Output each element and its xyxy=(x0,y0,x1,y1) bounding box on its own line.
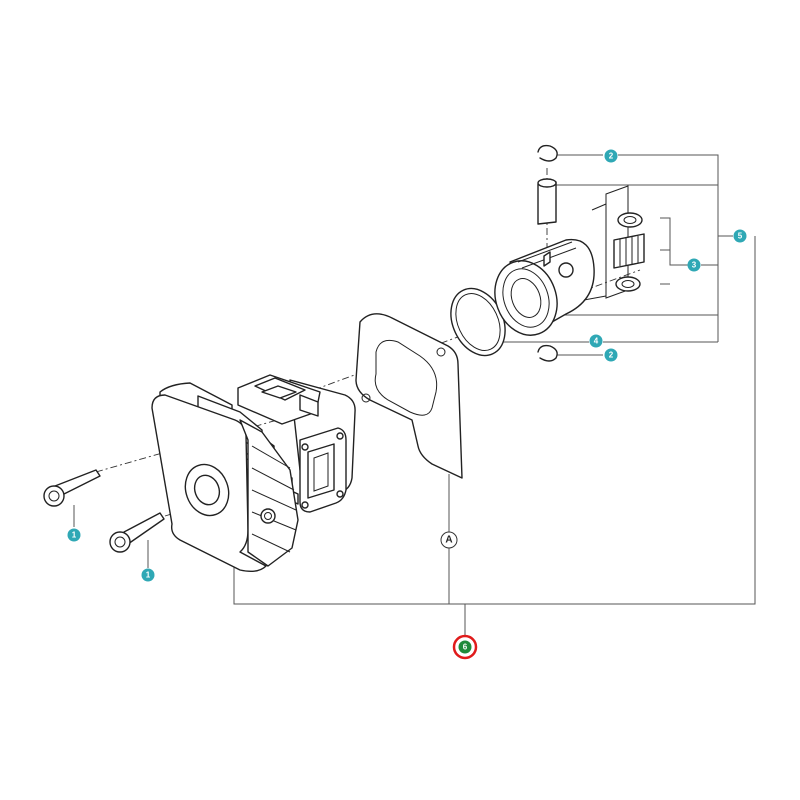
cylinder xyxy=(151,374,356,573)
callout-circlip-upper[interactable]: 2 xyxy=(604,149,618,163)
svg-text:1: 1 xyxy=(72,531,77,540)
leader-lines xyxy=(73,154,756,635)
svg-text:A: A xyxy=(445,535,452,546)
callout-bearing-set[interactable]: 3 xyxy=(687,258,701,272)
cylinder-gasket xyxy=(355,313,463,479)
callout-bolt-lower[interactable]: 1 xyxy=(141,568,155,582)
svg-text:5: 5 xyxy=(738,232,743,241)
bolt-lower xyxy=(109,512,165,553)
callout-piston-ring[interactable]: 4 xyxy=(589,334,603,348)
svg-text:2: 2 xyxy=(609,152,614,161)
bearing-set xyxy=(583,185,645,301)
callout-bolt-upper[interactable]: 1 xyxy=(67,528,81,542)
svg-text:1: 1 xyxy=(146,571,151,580)
svg-text:2: 2 xyxy=(609,351,614,360)
callout-circlip-lower[interactable]: 2 xyxy=(604,348,618,362)
gasket-letter-marker: A xyxy=(440,531,458,549)
callout-piston-kit[interactable]: 5 xyxy=(733,229,747,243)
callout-assembly[interactable]: 6 xyxy=(452,634,478,660)
piston-pin xyxy=(537,178,557,225)
circlip-lower xyxy=(537,344,558,362)
svg-text:3: 3 xyxy=(692,261,697,270)
circlip-upper xyxy=(537,144,558,162)
svg-text:6: 6 xyxy=(463,643,468,652)
bolt-upper xyxy=(43,469,101,507)
piston xyxy=(494,238,595,336)
svg-text:4: 4 xyxy=(594,337,599,346)
